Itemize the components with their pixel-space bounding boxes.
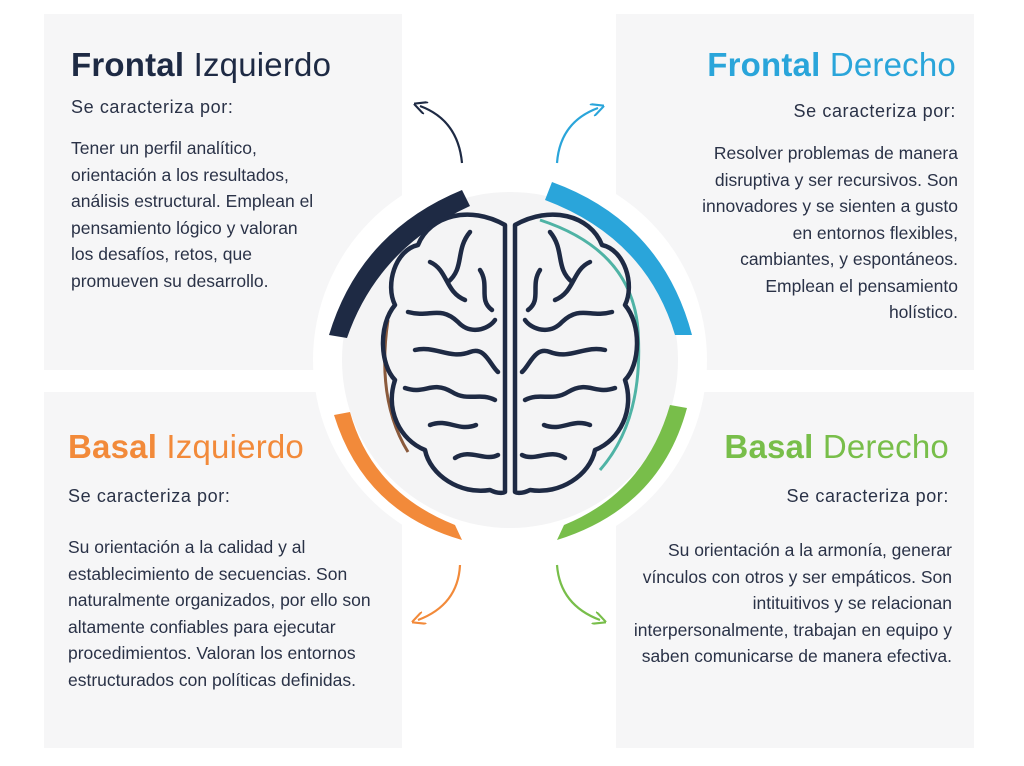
title-light: Derecho (813, 428, 949, 465)
arrow-up-right-icon (555, 108, 598, 164)
subtitle-frontal-izquierdo: Se caracteriza por: (71, 97, 234, 117)
title-light: Izquierdo (157, 428, 304, 465)
brain-diagram (313, 90, 707, 650)
arc-frontal-derecho (545, 182, 692, 335)
title-basal-derecho: Basal Derecho (724, 428, 949, 466)
accent-brown (383, 319, 410, 453)
body-basal-izquierdo: Su orientación a la calidad y al estable… (68, 537, 371, 690)
title-bold: Basal (68, 428, 158, 465)
subtitle-frontal-derecho: Se caracteriza por: (793, 101, 956, 121)
subtitle-basal-izquierdo: Se caracteriza por: (68, 486, 231, 506)
title-light: Izquierdo (184, 46, 332, 83)
subtitle-basal-derecho: Se caracteriza por: (786, 486, 949, 506)
title-basal-izquierdo: Basal Izquierdo (68, 428, 304, 466)
title-frontal-derecho: Frontal Derecho (707, 46, 956, 84)
arrow-down-right-icon (555, 564, 600, 620)
title-frontal-izquierdo: Frontal Izquierdo (71, 46, 331, 84)
title-bold: Frontal (71, 46, 185, 83)
arc-frontal-izquierdo (329, 190, 470, 338)
arrow-up-left-icon (420, 106, 464, 164)
title-bold: Basal (724, 428, 814, 465)
body-basal-derecho: Su orientación a la armonía, generar vín… (633, 540, 952, 666)
center-disc (342, 192, 678, 528)
title-bold: Frontal (707, 46, 821, 83)
arc-basal-derecho (557, 405, 687, 540)
arrow-down-left-icon (418, 564, 462, 620)
body-frontal-derecho: Resolver problemas de manera disruptiva … (702, 143, 958, 322)
body-frontal-izquierdo: Tener un perfil analítico, orientación a… (71, 138, 314, 291)
title-light: Derecho (820, 46, 956, 83)
arc-basal-izquierdo (334, 412, 462, 540)
brain-icon (380, 212, 640, 496)
